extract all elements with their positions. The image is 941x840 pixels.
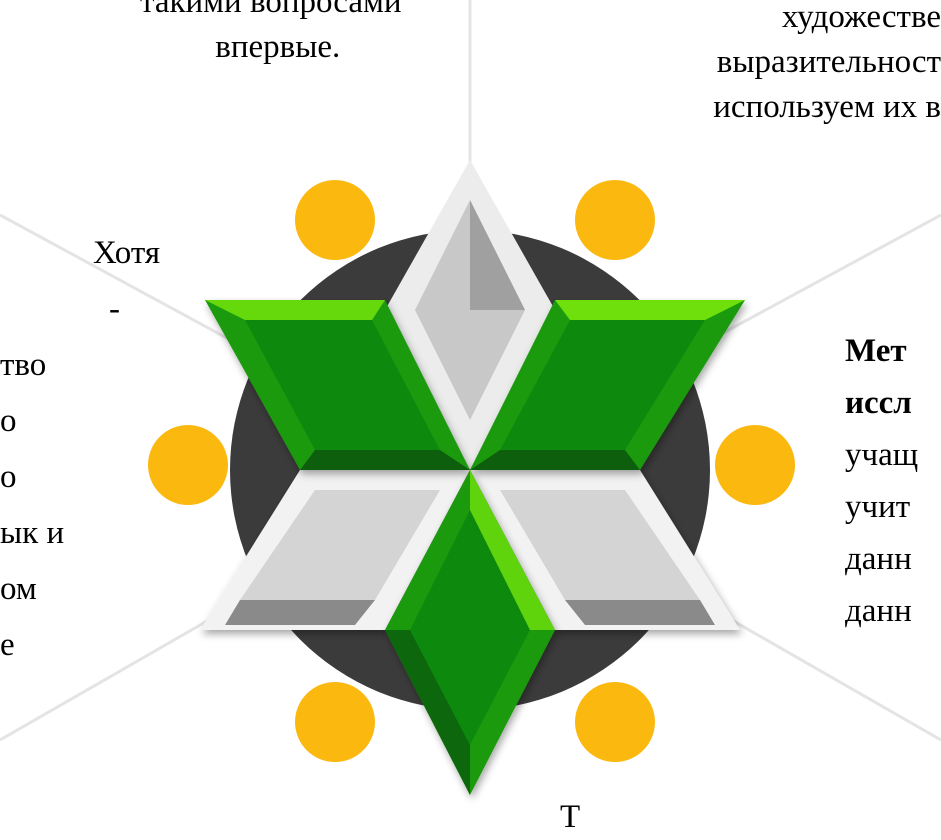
text-line: - xyxy=(0,281,120,337)
dot-upper-left xyxy=(295,180,375,260)
text-right: Мет иссл учащ учит данн данн xyxy=(845,325,918,637)
text-top-right: художестве выразительност используем их … xyxy=(713,0,941,130)
text-line: учит xyxy=(845,481,918,533)
text-line-bold: Мет xyxy=(845,325,918,377)
text-line: тво xyxy=(0,337,160,393)
text-line: такими вопросами xyxy=(140,0,402,25)
text-line: данн xyxy=(845,533,918,585)
dot-lower-left xyxy=(295,682,375,762)
text-line: ом xyxy=(0,561,64,617)
text-left-lower: о о ык и ом е xyxy=(0,393,64,673)
text-left: Хотя - тво xyxy=(0,225,160,393)
text-line: данн xyxy=(845,585,918,637)
text-line-bold: иссл xyxy=(845,377,918,429)
text-bottom-fragment: Т xyxy=(560,795,580,840)
dot-upper-right xyxy=(575,180,655,260)
text-line: ык и xyxy=(0,505,64,561)
text-line: художестве xyxy=(713,0,941,40)
text-line: о xyxy=(0,393,64,449)
text-line: о xyxy=(0,449,64,505)
text-top-left: такими вопросами впервые. xyxy=(140,0,402,70)
text-line: впервые. xyxy=(154,25,402,70)
text-line: выразительност xyxy=(713,40,941,85)
dot-lower-right xyxy=(575,682,655,762)
text-line: Хотя xyxy=(0,225,160,281)
text-line: учащ xyxy=(845,429,918,481)
dot-right xyxy=(715,425,795,505)
dot-left xyxy=(148,425,228,505)
text-line: е xyxy=(0,617,64,673)
text-line: используем их в xyxy=(713,85,941,130)
